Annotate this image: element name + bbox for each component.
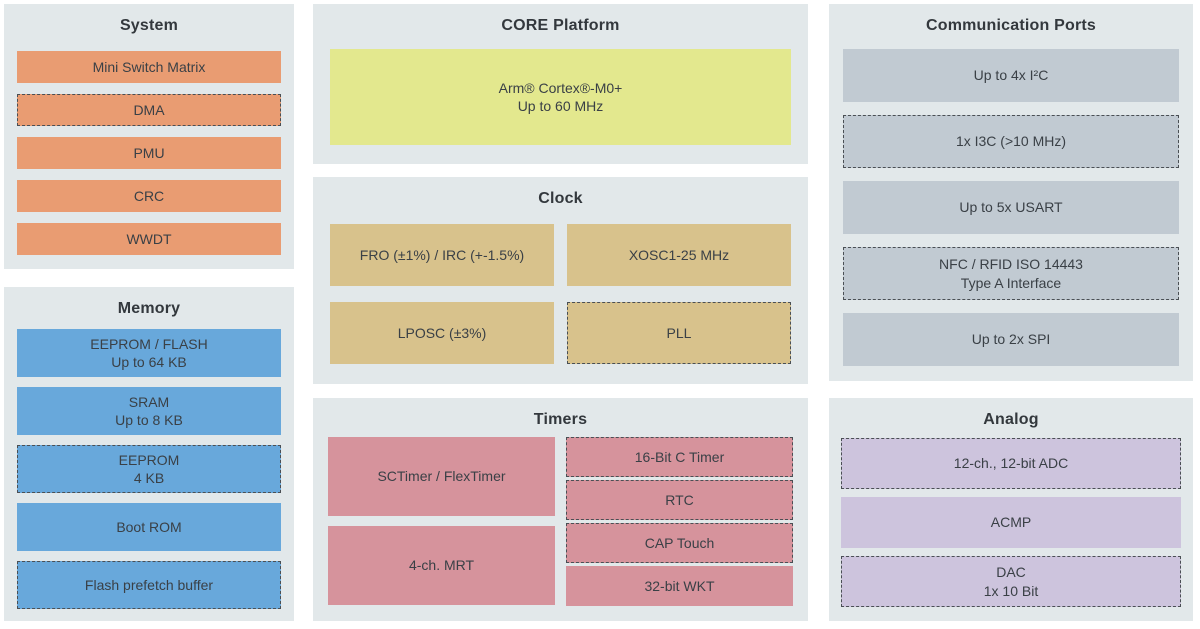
panel-analog: Analog 12-ch., 12-bit ADC ACMP DAC 1x 10… xyxy=(829,398,1193,621)
core-blocks: Arm® Cortex®-M0+ Up to 60 MHz xyxy=(330,49,791,145)
panel-memory: Memory EEPROM / FLASH Up to 64 KB SRAM U… xyxy=(4,287,294,621)
block-flash-prefetch-buffer: Flash prefetch buffer xyxy=(17,561,281,609)
block-lposc: LPOSC (±3%) xyxy=(330,302,554,364)
block-xosc: XOSC1-25 MHz xyxy=(567,224,791,286)
memory-blocks: EEPROM / FLASH Up to 64 KB SRAM Up to 8 … xyxy=(17,329,281,609)
communication-blocks: Up to 4x I²C 1x I3C (>10 MHz) Up to 5x U… xyxy=(843,49,1179,366)
panel-title-timers: Timers xyxy=(533,411,588,428)
analog-blocks: 12-ch., 12-bit ADC ACMP DAC 1x 10 Bit xyxy=(841,438,1181,607)
block-mini-switch-matrix: Mini Switch Matrix xyxy=(17,51,281,83)
block-dac: DAC 1x 10 Bit xyxy=(841,556,1181,607)
block-acmp: ACMP xyxy=(841,497,1181,548)
panel-clock: Clock FRO (±1%) / IRC (+-1.5%) XOSC1-25 … xyxy=(313,177,808,384)
block-32bit-wkt: 32-bit WKT xyxy=(566,566,793,606)
block-eeprom-flash: EEPROM / FLASH Up to 64 KB xyxy=(17,329,281,377)
timers-left-column: SCTimer / FlexTimer 4-ch. MRT xyxy=(328,437,555,606)
block-16bit-ctimer: 16-Bit C Timer xyxy=(566,437,793,477)
panel-timers: Timers SCTimer / FlexTimer 4-ch. MRT 16-… xyxy=(313,398,808,621)
block-nfc-rfid: NFC / RFID ISO 14443 Type A Interface xyxy=(843,247,1179,300)
block-dma: DMA xyxy=(17,94,281,126)
panel-title-analog: Analog xyxy=(983,411,1039,428)
panel-communication-ports: Communication Ports Up to 4x I²C 1x I3C … xyxy=(829,4,1193,381)
clock-blocks: FRO (±1%) / IRC (+-1.5%) XOSC1-25 MHz LP… xyxy=(330,224,791,364)
timers-right-column: 16-Bit C Timer RTC CAP Touch 32-bit WKT xyxy=(566,437,793,606)
block-wwdt: WWDT xyxy=(17,223,281,255)
panel-core-platform: CORE Platform Arm® Cortex®-M0+ Up to 60 … xyxy=(313,4,808,164)
block-boot-rom: Boot ROM xyxy=(17,503,281,551)
block-sctimer-flextimer: SCTimer / FlexTimer xyxy=(328,437,555,516)
block-pll: PLL xyxy=(567,302,791,364)
panel-title-communication-ports: Communication Ports xyxy=(925,17,1097,34)
panel-title-core-platform: CORE Platform xyxy=(501,17,620,34)
block-rtc: RTC xyxy=(566,480,793,520)
block-pmu: PMU xyxy=(17,137,281,169)
panel-title-clock: Clock xyxy=(538,190,583,207)
block-i2c: Up to 4x I²C xyxy=(843,49,1179,102)
panel-system: System Mini Switch Matrix DMA PMU CRC WW… xyxy=(4,4,294,269)
block-arm-cortex-m0plus: Arm® Cortex®-M0+ Up to 60 MHz xyxy=(330,49,791,145)
system-blocks: Mini Switch Matrix DMA PMU CRC WWDT xyxy=(17,51,281,255)
panel-title-memory: Memory xyxy=(117,300,181,317)
timers-blocks: SCTimer / FlexTimer 4-ch. MRT 16-Bit C T… xyxy=(328,437,793,606)
block-sram: SRAM Up to 8 KB xyxy=(17,387,281,435)
panel-title-system: System xyxy=(119,17,179,34)
block-crc: CRC xyxy=(17,180,281,212)
block-usart: Up to 5x USART xyxy=(843,181,1179,234)
block-spi: Up to 2x SPI xyxy=(843,313,1179,366)
block-4ch-mrt: 4-ch. MRT xyxy=(328,526,555,605)
block-fro-irc: FRO (±1%) / IRC (+-1.5%) xyxy=(330,224,554,286)
block-i3c: 1x I3C (>10 MHz) xyxy=(843,115,1179,168)
block-cap-touch: CAP Touch xyxy=(566,523,793,563)
block-adc: 12-ch., 12-bit ADC xyxy=(841,438,1181,489)
block-eeprom-4kb: EEPROM 4 KB xyxy=(17,445,281,493)
